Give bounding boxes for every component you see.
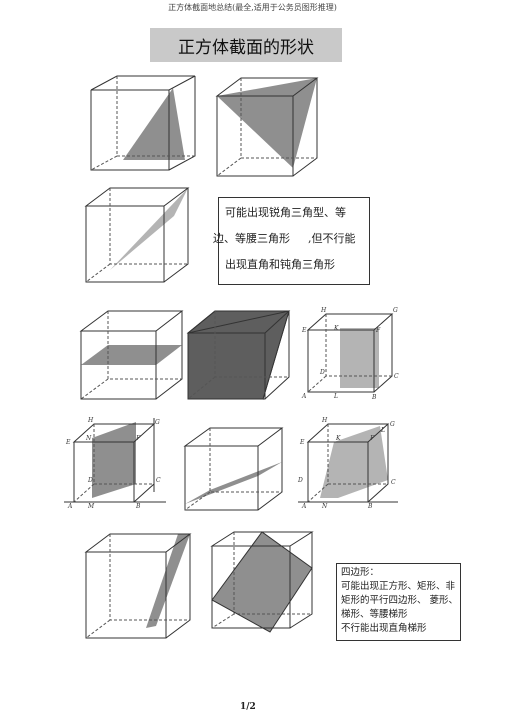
vertex-label: H xyxy=(320,307,327,314)
note-line-part: ,但不行能 xyxy=(308,232,356,245)
note-line: 出现直角和钝角三角形 xyxy=(225,258,335,271)
vertex-label: C xyxy=(394,373,399,380)
vertex-label: G xyxy=(155,419,160,426)
note-line: 矩形的平行四边形、 菱形、 xyxy=(341,595,459,606)
note-line: 梯形、等腰梯形 xyxy=(341,609,408,620)
vertex-label: B xyxy=(367,503,373,510)
vertex-label: G xyxy=(390,421,395,428)
cube-figure-parallelogram xyxy=(183,427,284,511)
cube-figure-labeled-square: H G E F D C A B M N xyxy=(64,417,166,510)
vertex-label: M xyxy=(87,503,95,510)
cube-figure-labeled-trapezoid: H G E F D C A B K L N xyxy=(297,417,398,510)
vertex-label: L xyxy=(333,393,338,400)
note-triangle-sections: 可能出现锐角三角型、等 边、等腰三角形 ,但不行能 出现直角和钝角三角形 xyxy=(213,197,370,285)
vertex-label: B xyxy=(135,503,141,510)
note-line: 可能出现锐角三角型、等 xyxy=(225,206,346,219)
page-title: 正方体截面的形状 xyxy=(150,28,342,62)
vertex-label: N xyxy=(85,435,92,442)
vertex-label: E xyxy=(65,439,71,446)
cube-figure-rhombus xyxy=(210,531,314,633)
vertex-label: L xyxy=(380,427,385,434)
note-line: 不行能出现直角梯形 xyxy=(341,623,427,634)
note-quadrilateral-sections: 四边形： 可能出现正方形、矩形、非 矩形的平行四边形、 菱形、 梯形、等腰梯形 … xyxy=(336,563,461,641)
cube-figure-labeled-rect: H G E F K D C A B L xyxy=(301,307,399,401)
vertex-label: A xyxy=(301,393,307,400)
vertex-label: F xyxy=(135,435,141,442)
page-number: 1/2 xyxy=(240,702,256,712)
vertex-label: F xyxy=(375,327,381,334)
vertex-label: C xyxy=(391,479,396,486)
vertex-label: B xyxy=(371,394,377,401)
vertex-label: E xyxy=(299,439,305,446)
vertex-label: G xyxy=(393,307,398,314)
vertex-label: K xyxy=(335,435,341,442)
vertex-label: H xyxy=(321,417,328,424)
vertex-label: N xyxy=(321,503,328,510)
cube-figure-triangle-1 xyxy=(90,75,196,171)
cube-figure-triangle-3 xyxy=(84,187,190,283)
vertex-label: C xyxy=(156,477,161,484)
vertex-label: A xyxy=(301,503,307,510)
cube-figure-square-section xyxy=(79,310,184,400)
vertex-label: H xyxy=(87,417,94,424)
vertex-label: D xyxy=(297,477,303,484)
vertex-label: D xyxy=(319,369,325,376)
cube-figure-trapezoid xyxy=(84,533,192,639)
vertex-label: F xyxy=(369,435,375,442)
note-line: 可能出现正方形、矩形、非 xyxy=(341,581,456,592)
vertex-label: E xyxy=(301,327,307,334)
vertex-label: K xyxy=(333,325,339,332)
note-line: 四边形： xyxy=(341,567,380,578)
note-line: 边、等腰三角形 ,但不行能 xyxy=(213,226,369,252)
cube-figure-triangle-2 xyxy=(215,77,319,177)
note-line-part: 边、等腰三角形 xyxy=(213,232,290,245)
page-header: 正方体截面地总结(最全,适用于公务员图形推理) xyxy=(168,3,337,12)
vertex-label: D xyxy=(87,477,93,484)
vertex-label: A xyxy=(67,503,73,510)
cube-figure-rectangle-section xyxy=(186,310,291,400)
